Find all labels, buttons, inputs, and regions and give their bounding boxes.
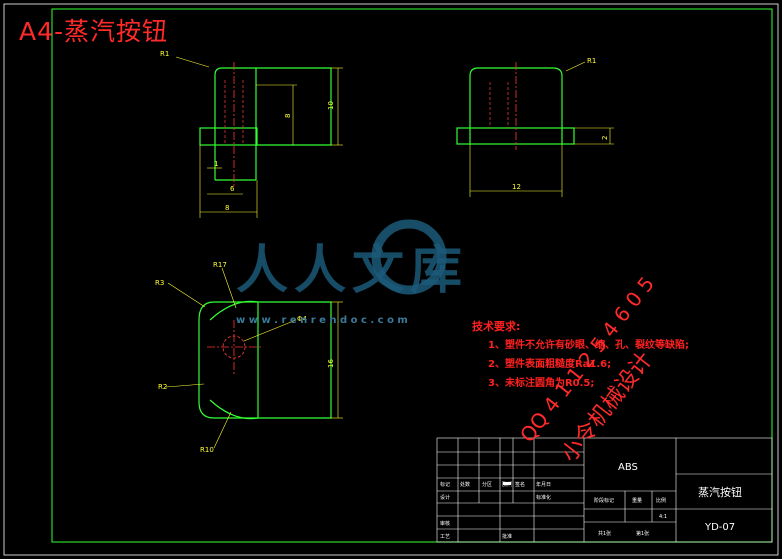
tb-approve: 批准 — [502, 533, 512, 540]
dim-h10: 10 — [327, 101, 335, 110]
dim-w8: 8 — [225, 204, 229, 212]
tb-material: ABS — [618, 462, 638, 473]
dim-r3: R3 — [155, 279, 164, 287]
tech-item-3: 3、未标注圆角为R0.5; — [488, 378, 595, 389]
dim-r1-right: R1 — [587, 57, 596, 65]
tb-design: 设计 — [440, 494, 450, 501]
top-view-dimensions — [165, 267, 343, 449]
dim-r10: R10 — [200, 446, 214, 454]
dim-r17: R17 — [213, 261, 227, 269]
tb-count: 处数 — [460, 481, 470, 488]
tb-sheet-no: 第1张 — [636, 530, 649, 537]
side-view-dimensions — [469, 61, 614, 197]
tb-date: 年月日 — [536, 481, 551, 488]
tb-part-name: 蒸汽按钮 — [698, 485, 742, 499]
dim-h2: 2 — [601, 136, 609, 140]
tech-heading: 技术要求: — [472, 320, 521, 333]
tb-scale: 4:1 — [659, 514, 667, 520]
tb-stage-mark: 阶段标记 — [594, 497, 614, 504]
tb-process: 工艺 — [440, 534, 450, 540]
front-view-outline — [214, 67, 332, 180]
dim-w12: 12 — [512, 183, 521, 191]
front-view-dimensions — [175, 56, 343, 218]
watermark-brand: 人人文库 — [236, 241, 469, 301]
tb-zone-bar — [503, 482, 511, 485]
tech-item-1: 1、塑件不允许有砂眼、缩、孔、裂纹等缺陷; — [488, 340, 689, 351]
top-view-arc-top — [209, 300, 259, 321]
dim-h8: 8 — [284, 114, 292, 118]
tb-signature: 签名 — [515, 481, 525, 488]
tb-weight: 重量 — [632, 497, 642, 504]
dim-phi4: Φ4 — [297, 315, 308, 323]
tb-total-sheets: 共1张 — [598, 530, 611, 537]
top-view-body — [219, 301, 332, 419]
tech-item-2: 2、塑件表面粗糙度Ra1.6; — [488, 359, 612, 370]
top-view-outline — [198, 301, 219, 419]
top-view — [165, 267, 343, 449]
side-view-flange — [456, 127, 575, 145]
side-view-outline — [469, 67, 563, 145]
tech-requirements: 技术要求: 1、塑件不允许有砂眼、缩、孔、裂纹等缺陷; 2、塑件表面粗糙度Ra1… — [472, 317, 689, 393]
front-view — [175, 56, 343, 218]
tb-mark: 标记 — [440, 481, 450, 488]
dim-h16: 16 — [327, 359, 335, 368]
title-block — [436, 437, 773, 543]
tb-zone: 分区 — [482, 481, 492, 488]
dim-d1: 1 — [214, 160, 218, 168]
side-view — [456, 61, 614, 197]
watermark-url: w w w . r e n r e n d o c . c o m — [236, 315, 408, 326]
tb-ratio: 比例 — [656, 497, 666, 504]
sheet-title: A4-蒸汽按钮 — [19, 17, 169, 46]
front-view-flange — [199, 127, 258, 146]
tb-standardize: 标准化 — [536, 494, 551, 501]
top-view-arc-bottom — [209, 399, 259, 420]
dim-r1-left: R1 — [160, 50, 169, 58]
dim-r2: R2 — [158, 383, 167, 391]
watermark-logo-icon — [371, 219, 447, 295]
tb-review: 审核 — [440, 520, 450, 527]
tb-drawing-no: YD-07 — [704, 522, 735, 533]
dim-w6: 6 — [230, 185, 235, 193]
outer-frame — [3, 3, 779, 556]
inner-frame — [51, 8, 773, 543]
